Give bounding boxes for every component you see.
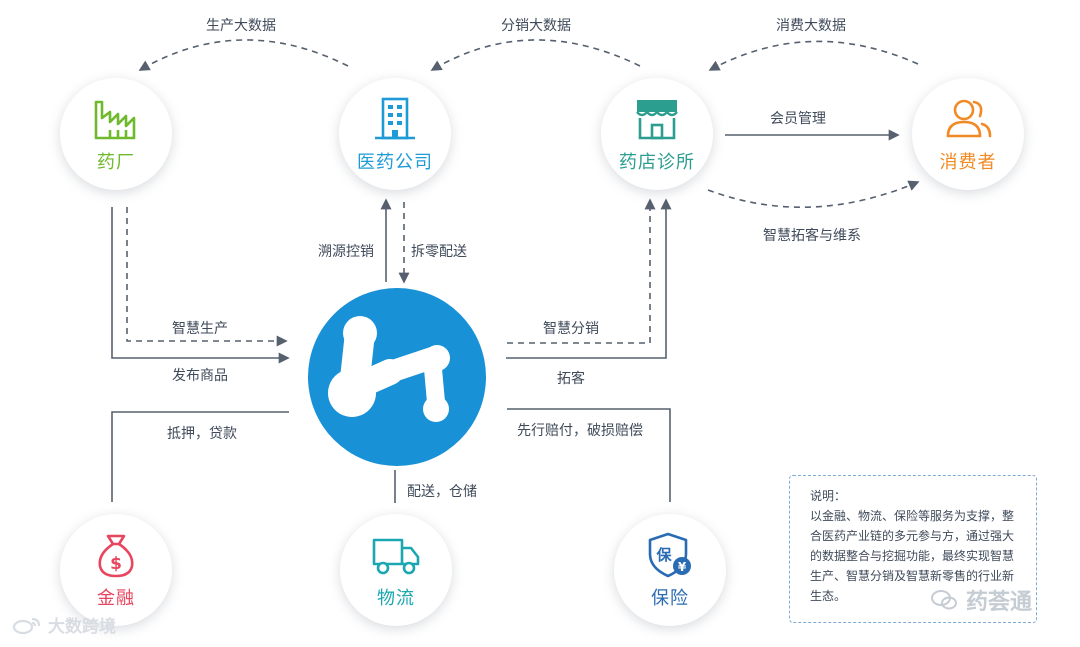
publish-products-label: 发布商品 bbox=[172, 368, 228, 384]
smart-distribution-label: 智慧分销 bbox=[543, 321, 599, 337]
pharma-company-node: 医药公司 bbox=[339, 78, 451, 190]
production-data-arrow bbox=[138, 39, 349, 71]
office-building-icon bbox=[375, 97, 415, 140]
consumer-label: 消费者 bbox=[939, 152, 997, 173]
insurance-label: 保险 bbox=[651, 588, 689, 609]
svg-text:保: 保 bbox=[655, 546, 672, 564]
delivery-storage-label: 配送，仓储 bbox=[407, 484, 477, 500]
acquire-customers-arrow bbox=[506, 198, 672, 359]
factory-node: 药厂 bbox=[60, 78, 172, 190]
watermark-left-text: 大数跨境 bbox=[48, 617, 116, 637]
truck-icon bbox=[372, 538, 420, 575]
mortgage-loan-label: 抵押，贷款 bbox=[167, 426, 237, 442]
storefront-icon bbox=[636, 100, 678, 140]
finance-label: 金融 bbox=[97, 588, 135, 609]
weibo-logo-icon bbox=[12, 617, 41, 634]
pharma-company-label: 医药公司 bbox=[357, 152, 433, 173]
svg-text:¥: ¥ bbox=[678, 560, 687, 574]
finance-node: $ 金融 bbox=[60, 514, 172, 626]
wechat-logo-icon bbox=[931, 590, 957, 610]
logistics-node: 物流 bbox=[340, 514, 452, 626]
acquire-customers-label: 拓客 bbox=[557, 371, 585, 387]
finance-connector bbox=[111, 411, 289, 502]
platform-logo-icon bbox=[328, 316, 450, 422]
production-data-label: 生产大数据 bbox=[206, 18, 276, 34]
logistics-label: 物流 bbox=[377, 588, 415, 609]
compensation-label: 先行赔付，破损赔偿 bbox=[517, 423, 643, 439]
factory-label: 药厂 bbox=[97, 152, 135, 173]
distribution-data-label: 分销大数据 bbox=[501, 18, 571, 34]
consumption-data-label: 消费大数据 bbox=[776, 18, 846, 34]
pharmacy-clinic-node: 药店诊所 bbox=[601, 78, 713, 190]
smart-distribution-arrow bbox=[507, 198, 656, 344]
watermark-right: 药荟通 bbox=[930, 584, 1032, 616]
watermark-left: 大数跨境 bbox=[12, 612, 116, 637]
explanation-text: 以金融、物流、保险等服务为支撑，整合医药产业链的多元参与方，通过强大的数据整合与… bbox=[810, 509, 1015, 603]
smart-production-label: 智慧生产 bbox=[172, 321, 228, 337]
trace-sales-label: 溯源控销 bbox=[318, 244, 374, 260]
money-bag-icon: $ bbox=[98, 534, 134, 578]
insurance-connector bbox=[507, 408, 671, 502]
watermark-right-text: 药荟通 bbox=[966, 590, 1033, 615]
distribution-data-arrow bbox=[430, 39, 641, 71]
platform-hub bbox=[308, 288, 486, 466]
consumer-node: 消费者 bbox=[912, 78, 1024, 190]
customer-acquisition-arrow bbox=[707, 180, 920, 208]
split-delivery-label: 拆零配送 bbox=[411, 244, 467, 260]
explanation-box: 说明： 以金融、物流、保险等服务为支撑，整合医药产业链的多元参与方，通过强大的数… bbox=[789, 475, 1037, 623]
member-management-label: 会员管理 bbox=[770, 111, 826, 127]
smart-production-arrow bbox=[126, 207, 288, 347]
insurance-node: 保 ¥ 保险 bbox=[614, 514, 726, 626]
explanation-title: 说明： bbox=[810, 489, 847, 503]
publish-products-arrow bbox=[111, 207, 290, 364]
customer-acquisition-label: 智慧拓客与维系 bbox=[763, 228, 861, 244]
insurance-shield-icon: 保 ¥ bbox=[648, 532, 691, 578]
consumption-data-arrow bbox=[708, 40, 919, 71]
users-icon bbox=[946, 99, 992, 138]
svg-text:$: $ bbox=[110, 554, 122, 574]
factory-icon bbox=[94, 100, 136, 140]
pharmacy-clinic-label: 药店诊所 bbox=[619, 152, 695, 173]
